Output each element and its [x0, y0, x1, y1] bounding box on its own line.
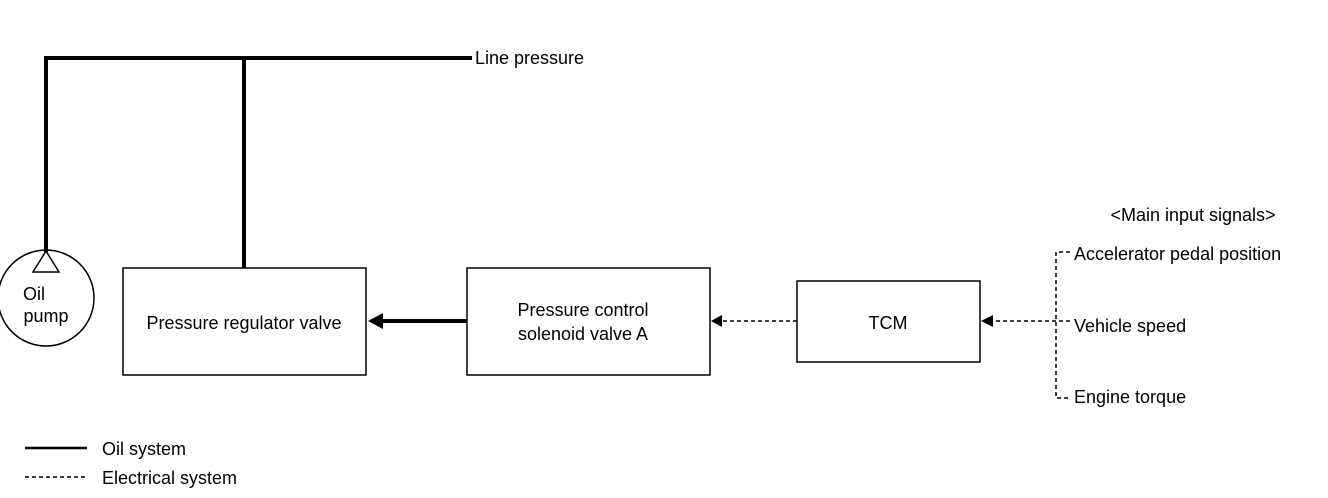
oil-pump-label-line1: Oil: [23, 284, 45, 304]
pressure-regulator-valve-label: Pressure regulator valve: [146, 313, 341, 333]
tcm-box: [796, 280, 981, 363]
tcm-to-solenoid-arrowhead: [711, 315, 722, 327]
tcm: TCM: [796, 280, 981, 363]
input-signal-accelerator-pedal-position: Accelerator pedal position: [1074, 244, 1281, 264]
legend: Oil system Electrical system: [25, 439, 237, 488]
input-signal-vehicle-speed: Vehicle speed: [1074, 316, 1186, 336]
input-signal-engine-torque: Engine torque: [1074, 387, 1186, 407]
pressure-control-solenoid-label-line2: solenoid valve A: [518, 324, 648, 344]
pressure-regulator-valve-box: [122, 267, 367, 376]
line-pressure-label: Line pressure: [475, 48, 584, 68]
line-pressure-oil-line: [44, 56, 472, 252]
pressure-regulator-valve: Pressure regulator valve: [122, 267, 367, 376]
oil-pump-label-line2: pump: [23, 306, 68, 326]
inputs-to-tcm-arrowhead: [981, 315, 993, 327]
pressure-control-solenoid-label-line1: Pressure control: [517, 300, 648, 320]
pressure-control-solenoid-valve: Pressure control solenoid valve A: [466, 267, 711, 376]
main-input-signals-title: <Main input signals>: [1110, 205, 1275, 225]
legend-oil-system-label: Oil system: [102, 439, 186, 459]
input-signals-bracket: [1055, 251, 1070, 399]
tcm-label: TCM: [869, 313, 908, 333]
legend-electrical-system-label: Electrical system: [102, 468, 237, 488]
pressure-control-solenoid-box: [466, 267, 711, 376]
oil-pump: Oil pump: [0, 249, 95, 347]
solenoid-to-regulator-arrowhead: [368, 313, 383, 329]
oil-pump-triangle-icon: [31, 249, 61, 273]
